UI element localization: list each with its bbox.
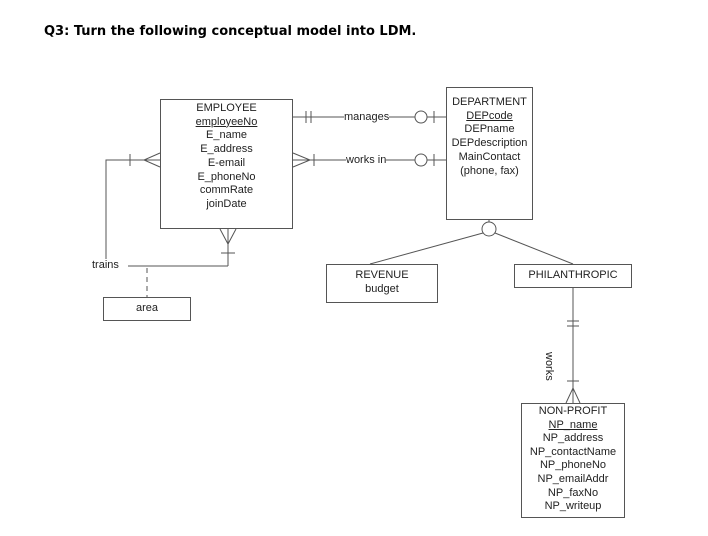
attribute: DEPdescription bbox=[451, 137, 528, 150]
attribute: (phone, fax) bbox=[460, 164, 519, 177]
attribute: MainContact bbox=[458, 150, 521, 163]
entity-name: DEPARTMENT bbox=[452, 96, 527, 108]
relationship-label-manages: manages bbox=[344, 111, 390, 123]
entity-name: REVENUE bbox=[355, 269, 409, 281]
attribute: DEPname bbox=[464, 123, 515, 136]
attribute: NP_writeup bbox=[544, 500, 602, 513]
entity-name: NON-PROFIT bbox=[538, 405, 608, 417]
entity-department: DEPARTMENT DEPcode DEPname DEPdescriptio… bbox=[446, 87, 533, 220]
attribute: E-email bbox=[207, 156, 246, 169]
entity-employee: EMPLOYEE employeeNo E_name E_address E-e… bbox=[160, 99, 293, 229]
entity-area: area bbox=[103, 297, 191, 321]
primary-key: NP_name bbox=[548, 418, 598, 431]
attribute: NP_address bbox=[542, 432, 604, 445]
entity-name: area bbox=[135, 302, 159, 315]
attribute: NP_contactName bbox=[529, 445, 617, 458]
entity-name: EMPLOYEE bbox=[196, 102, 257, 114]
attribute: NP_faxNo bbox=[547, 486, 599, 499]
attribute: NP_emailAddr bbox=[537, 472, 609, 485]
entity-name: PHILANTHROPIC bbox=[528, 269, 618, 282]
trains-line-1 bbox=[105, 159, 160, 266]
attribute: E_name bbox=[206, 129, 247, 142]
entity-philanthropic: PHILANTHROPIC bbox=[514, 264, 632, 288]
attribute: E_address bbox=[200, 143, 253, 156]
relationship-label-trains: trains bbox=[92, 259, 119, 271]
entity-revenue: REVENUE budget bbox=[326, 264, 438, 303]
primary-key: DEPcode bbox=[466, 109, 513, 122]
attribute: joinDate bbox=[206, 197, 247, 210]
attribute: commRate bbox=[199, 184, 254, 197]
attribute: E_phoneNo bbox=[197, 170, 256, 183]
entity-nonprofit: NON-PROFIT NP_name NP_address NP_contact… bbox=[521, 403, 625, 518]
relationship-label-works-in: works in bbox=[346, 154, 387, 166]
attribute: NP_phoneNo bbox=[539, 459, 607, 472]
question-heading: Q3: Turn the following conceptual model … bbox=[44, 24, 417, 39]
attribute: budget bbox=[365, 282, 399, 295]
primary-key: employeeNo bbox=[195, 115, 258, 128]
relationship-label-works: works bbox=[543, 352, 555, 381]
